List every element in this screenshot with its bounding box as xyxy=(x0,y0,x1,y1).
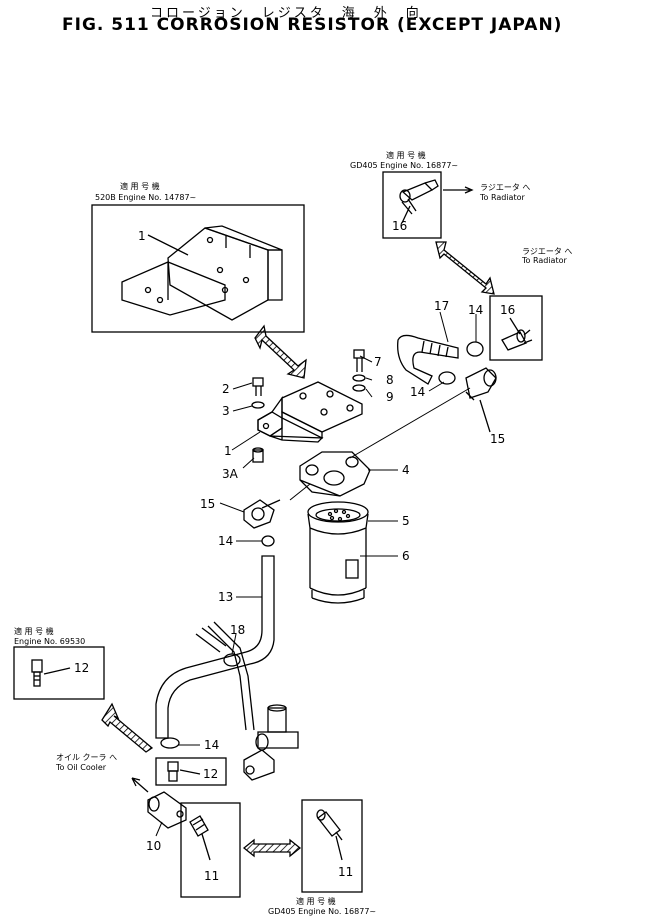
note-gd405-bottom-line2: GD405 Engine No. 16877~ xyxy=(268,907,376,916)
mounting-bracket xyxy=(257,381,363,443)
elbow-fitting-16-top xyxy=(399,179,439,215)
nut-3a xyxy=(252,447,264,463)
note-radiator-top-line1: ラジエータ へ xyxy=(480,183,530,192)
callout-11-right: 11 xyxy=(338,865,353,879)
callout-1: 1 xyxy=(224,444,232,458)
note-gd405-top-line2: GD405 Engine No. 16877~ xyxy=(350,161,458,170)
callout-17: 17 xyxy=(434,299,449,313)
arrow-to-radiator-top xyxy=(443,186,474,194)
clamp-14-d xyxy=(160,737,180,749)
leader-1a xyxy=(147,234,189,256)
callout-14-top: 14 xyxy=(468,303,483,317)
note-gd405-top-line1: 適 用 号 機 xyxy=(386,150,426,160)
drain-cock-assembly xyxy=(243,704,299,781)
double-arrow-bracket xyxy=(254,324,307,379)
bracket-inset-drawing xyxy=(121,225,283,321)
valve-15-lower xyxy=(243,499,281,529)
arrow-to-engine-no-69530 xyxy=(101,702,154,753)
plug-11-right xyxy=(316,809,343,841)
clamp-14-b xyxy=(438,371,456,385)
callout-16-top: 16 xyxy=(392,219,407,233)
callout-6: 6 xyxy=(402,549,410,563)
double-arrow-item-11 xyxy=(242,838,302,858)
fitting-10 xyxy=(147,791,187,829)
callout-12-lower: 12 xyxy=(203,767,218,781)
note-520b-line2: 520B Engine No. 14787~ xyxy=(95,193,196,202)
bolt-2 xyxy=(252,377,264,396)
clamp-14-a xyxy=(466,341,484,357)
callout-3: 3 xyxy=(222,404,230,418)
callout-8: 8 xyxy=(386,373,394,387)
callout-15-top: 15 xyxy=(490,432,505,446)
plug-12-inset xyxy=(31,659,43,687)
callout-13: 13 xyxy=(218,590,233,604)
callout-2: 2 xyxy=(222,382,230,396)
note-radiator-top-line2: To Radiator xyxy=(479,193,525,202)
pipe-18 xyxy=(207,621,255,731)
callout-15-lower: 15 xyxy=(200,497,215,511)
callout-5: 5 xyxy=(402,514,410,528)
note-gd405-bottom-line1: 適 用 号 機 xyxy=(296,896,336,906)
inset-16-right-box xyxy=(489,295,543,361)
callout-14-mid: 14 xyxy=(410,385,425,399)
title-kana: コロージョン レジスタ 海 外 向 xyxy=(150,6,422,21)
bolt-7 xyxy=(353,349,365,372)
elbow-fitting-16-right xyxy=(501,329,533,351)
note-radiator-right-line1: ラジエータ へ xyxy=(522,247,572,256)
washer-8 xyxy=(352,374,366,382)
clamp-14-c xyxy=(261,535,275,547)
double-arrow-radiator xyxy=(435,241,495,295)
hose-13 xyxy=(155,555,275,739)
arrow-to-oil-cooler xyxy=(131,777,149,793)
callout-14-lower: 14 xyxy=(218,534,233,548)
callout-10: 10 xyxy=(146,839,161,853)
callout-12-inset: 12 xyxy=(74,661,89,675)
plug-12-lower xyxy=(167,761,179,782)
valve-15-top xyxy=(465,367,497,401)
callout-16-right: 16 xyxy=(500,303,515,317)
connection-line xyxy=(349,387,471,459)
inset-11-right-box xyxy=(301,799,363,893)
filter-head xyxy=(299,451,371,497)
callout-7: 7 xyxy=(374,355,382,369)
callout-4: 4 xyxy=(402,463,410,477)
inset-11-left-box xyxy=(180,802,241,898)
callout-18: 18 xyxy=(230,623,245,637)
corrosion-filter xyxy=(307,501,369,604)
callout-3a: 3A xyxy=(222,467,239,481)
note-oil-cooler-line2: To Oil Cooler xyxy=(55,763,107,772)
callout-11-left: 11 xyxy=(204,869,219,883)
inset-12-box xyxy=(13,646,105,700)
note-oil-cooler-line1: オイル クーラ へ xyxy=(56,753,117,762)
note-69530-line2: Engine No. 69530 xyxy=(14,637,85,646)
callout-1-inset: 1 xyxy=(138,229,146,243)
callout-9: 9 xyxy=(386,390,394,404)
washer-9 xyxy=(352,384,366,392)
figure-title: FIG. 511 CORROSION RESISTOR (EXCEPT JAPA… xyxy=(62,15,563,35)
hose-17 xyxy=(397,334,459,385)
note-radiator-right-line2: To Radiator xyxy=(521,256,567,265)
plug-11-left xyxy=(189,815,209,837)
inset-bracket-box xyxy=(91,204,305,333)
callout-14-bottom: 14 xyxy=(204,738,219,752)
note-520b-line1: 適 用 号 機 xyxy=(120,181,160,191)
note-69530-line1: 適 用 号 機 xyxy=(14,626,54,636)
inset-12-lower-box xyxy=(155,757,227,786)
inset-16-top-box xyxy=(382,171,442,239)
washer-3 xyxy=(251,401,265,409)
